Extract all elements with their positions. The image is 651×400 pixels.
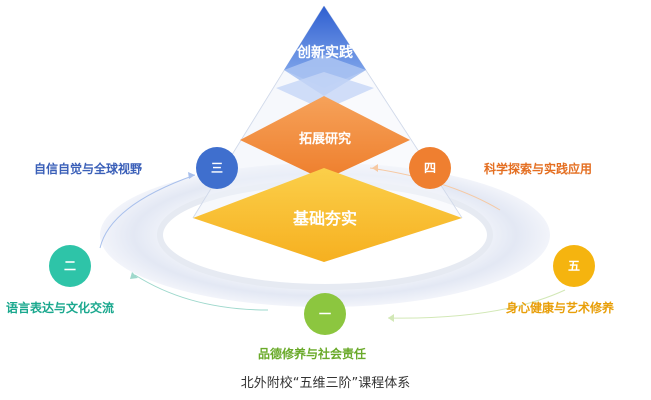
dimension-label-2: 语言表达与文化交流 bbox=[6, 301, 115, 315]
dimension-label-3: 自信自觉与全球视野 bbox=[34, 162, 143, 176]
layer-top-lower-band bbox=[276, 72, 374, 110]
arrow-head-1 bbox=[130, 272, 138, 279]
badge-3: 三 bbox=[196, 147, 238, 189]
arrow-head-4 bbox=[388, 314, 394, 322]
badge-5: 五 bbox=[553, 245, 595, 287]
badge-2: 二 bbox=[49, 245, 91, 287]
badge-1: 一 bbox=[304, 293, 346, 335]
badge-3-text: 三 bbox=[211, 161, 223, 175]
layer-bottom-label: 基础夯实 bbox=[292, 209, 357, 228]
layer-bottom-shape bbox=[193, 168, 462, 262]
dimension-label-5: 身心健康与艺术修养 bbox=[506, 301, 615, 315]
layer-middle-shape bbox=[240, 96, 410, 180]
badge-5-text: 五 bbox=[568, 259, 580, 273]
badge-2-text: 二 bbox=[64, 259, 76, 273]
badge-4: 四 bbox=[409, 147, 451, 189]
layer-top-label: 创新实践 bbox=[296, 44, 353, 61]
layer-middle-label: 拓展研究 bbox=[299, 131, 351, 147]
arrow-head-3 bbox=[372, 164, 378, 172]
badge-1-text: 一 bbox=[319, 307, 331, 321]
badge-4-text: 四 bbox=[424, 161, 436, 175]
arrow-head-2 bbox=[188, 172, 195, 179]
figure-caption: 北外附校“五维三阶”课程体系 bbox=[240, 376, 411, 391]
dimension-label-4: 科学探索与实践应用 bbox=[484, 162, 593, 176]
dimension-label-1: 品德修养与社会责任 bbox=[258, 347, 367, 361]
